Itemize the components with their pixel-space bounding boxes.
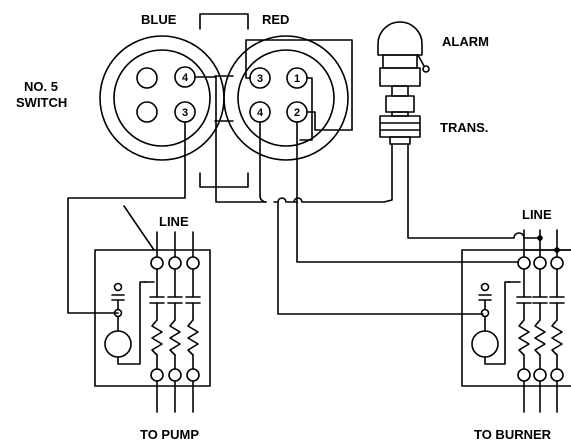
pump-line-leads [150, 231, 200, 270]
alarm-bell [377, 21, 430, 117]
terminal-red-4: 4 [257, 107, 264, 119]
terminal-red-2: 2 [294, 107, 300, 119]
switch-housing [99, 13, 349, 188]
terminal-numbers: 4 3 3 1 4 2 [182, 72, 300, 119]
trans-label: TRANS. [440, 120, 489, 135]
red-label: RED [262, 12, 290, 27]
blue-label: BLUE [141, 12, 177, 27]
burner-overloads [518, 319, 563, 370]
pump-starter-box [94, 249, 211, 387]
transformer [379, 115, 421, 145]
pump-control-circuit [104, 281, 147, 365]
switch-internal-wiring [194, 39, 353, 203]
terminal-blue-3: 3 [182, 107, 188, 119]
burner-contacts [507, 268, 565, 321]
switch-label-line2: SWITCH [16, 95, 68, 110]
burner-line-leads [517, 229, 571, 270]
switch-to-burner-wires [277, 121, 521, 315]
pump-contacts [143, 268, 201, 321]
line-label-pump: LINE [159, 214, 189, 229]
alarm-label: ALARM [442, 34, 489, 49]
line-label-burner: LINE [522, 207, 552, 222]
switch-empty-terminals [136, 67, 158, 123]
terminal-red-1: 1 [294, 73, 300, 85]
trans-to-burner-wire [407, 143, 541, 239]
trans-to-switch-wire [259, 121, 393, 203]
burner-load-terminals [517, 368, 564, 413]
switch-label-line1: NO. 5 [24, 79, 58, 94]
burner-control-circuit [471, 281, 511, 365]
switch-to-pump-wires [67, 121, 186, 314]
pump-load-terminals [150, 368, 200, 413]
terminal-blue-4: 4 [182, 72, 189, 84]
pump-overloads [151, 319, 199, 370]
to-pump-label: TO PUMP [140, 427, 199, 442]
burner-starter-box [461, 249, 571, 387]
terminal-red-3: 3 [257, 73, 263, 85]
to-burner-label: TO BURNER [474, 427, 552, 442]
